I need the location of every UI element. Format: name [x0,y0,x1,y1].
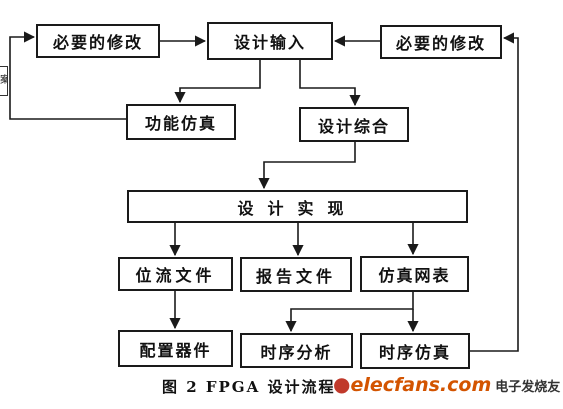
node-simulation-netlist: 仿真网表 [360,256,469,292]
watermark-site: elecfans.com [350,374,492,396]
node-bitstream-file: 位流文件 [118,257,233,291]
edge-synth-impl [258,142,356,190]
figure-caption: 图 2 FPGA 设计流程 [162,378,336,396]
node-functional-simulation: 功能仿真 [126,104,236,140]
edge-timsim-modright [470,32,519,352]
watermark-cn: 电子发烧友 [495,380,561,395]
edge-input-funcsim [174,60,261,104]
node-design-synthesis: 设计综合 [299,107,409,142]
node-modification-left: 必要的修改 [36,24,160,58]
node-timing-analysis: 时序分析 [240,333,353,368]
edge-funcsim-modleft [9,31,126,120]
node-design-input: 设计输入 [207,22,333,60]
node-timing-simulation: 时序仿真 [360,333,470,369]
edge-input-synth [299,60,361,107]
edge-netlist-timing [285,292,414,333]
cropped-edge-box: 案 [0,66,8,96]
node-design-implementation: 设计实现 [127,190,468,223]
edge-fragment-text: 案 [0,75,7,86]
node-modification-right: 必要的修改 [380,25,502,59]
node-configure-device: 配置器件 [118,330,233,367]
node-report-file: 报告文件 [240,257,352,292]
